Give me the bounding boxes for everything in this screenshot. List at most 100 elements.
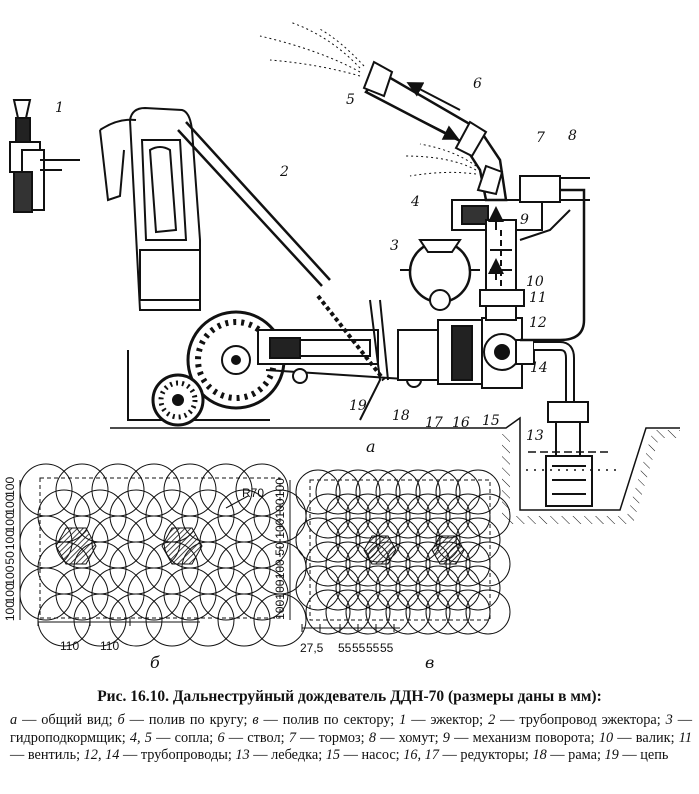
dim-b-left: 100 bbox=[3, 494, 17, 514]
legend-key: 6 bbox=[217, 729, 225, 746]
dim-b-left: 100 bbox=[3, 583, 17, 603]
legend-key: 16, 17 bbox=[403, 747, 439, 763]
legend-key: 2 bbox=[488, 712, 496, 728]
coverage-circle bbox=[127, 567, 181, 621]
coverage-circle bbox=[235, 567, 289, 621]
sector-arc bbox=[455, 469, 501, 515]
hatched-hex-2 bbox=[161, 527, 203, 565]
dim-b-left: 100 bbox=[3, 477, 17, 497]
ddn70-figure: 1 2 3 4 5 6 7 8 9 10 11 12 13 14 15 16 1… bbox=[3, 21, 680, 672]
sector-arc bbox=[315, 469, 361, 515]
view-label-b: б bbox=[150, 653, 160, 672]
general-view bbox=[9, 21, 680, 524]
sector-arc bbox=[415, 469, 461, 515]
dim-v-bottom-2: 55 bbox=[338, 641, 352, 655]
legend-text: — общий вид; bbox=[17, 712, 118, 728]
sector-arc bbox=[295, 565, 341, 611]
sector-arc bbox=[335, 469, 381, 515]
sector-arc bbox=[355, 565, 401, 611]
sector-arc bbox=[405, 493, 451, 539]
hydro-feeder bbox=[400, 239, 480, 311]
dim-b-left: 100 bbox=[3, 565, 17, 585]
legend-key: а bbox=[10, 712, 18, 728]
legend-key: 8 bbox=[368, 729, 376, 746]
sector-arc bbox=[375, 565, 421, 611]
legend-text: — сопла; bbox=[151, 729, 218, 746]
dim-v-left: 100 bbox=[273, 498, 287, 518]
label-18: 18 bbox=[392, 408, 410, 424]
label-7: 7 bbox=[536, 130, 545, 146]
legend-key: 4, 5 bbox=[129, 729, 152, 746]
sector-arc bbox=[435, 565, 481, 611]
coverage-circle bbox=[217, 593, 271, 647]
sector-arc bbox=[335, 565, 381, 611]
legend-text: — рама; bbox=[546, 747, 605, 763]
dim-v-left: 100 bbox=[273, 559, 287, 579]
legend-key: 18 bbox=[532, 747, 547, 763]
dim-b-left: 100 bbox=[3, 512, 17, 532]
dim-v-left: 100 bbox=[273, 478, 287, 498]
sector-arc bbox=[445, 589, 491, 635]
label-2: 2 bbox=[279, 164, 289, 180]
legend-text: — ствол; bbox=[224, 729, 289, 746]
sector-arc bbox=[465, 589, 511, 635]
view-label-a: а bbox=[366, 437, 376, 456]
label-14: 14 bbox=[530, 360, 548, 376]
dim-v-left: 100 bbox=[273, 579, 287, 599]
legend-text: — лебедка; bbox=[249, 747, 326, 763]
figure-caption-title: Рис. 16.10. Дальнеструйный дождеватель Д… bbox=[97, 688, 602, 705]
dim-v-left: 50 bbox=[273, 542, 287, 556]
sector-arc bbox=[345, 493, 391, 539]
sector-arc bbox=[395, 469, 441, 515]
legend-key: 10 bbox=[598, 729, 614, 746]
label-5: 5 bbox=[346, 92, 355, 108]
legend-key: 3 bbox=[665, 712, 673, 728]
pump-block bbox=[397, 317, 535, 389]
legend-key: 15 bbox=[325, 747, 341, 763]
sector-arc bbox=[455, 565, 501, 611]
legend-text: — эжектор; bbox=[406, 712, 489, 728]
legend-text: — трубопровод эжектора; bbox=[495, 712, 666, 728]
legend-key: 1 bbox=[399, 712, 407, 728]
sector-arc bbox=[365, 493, 411, 539]
sector-arc bbox=[435, 517, 481, 563]
sector-arc bbox=[305, 589, 351, 635]
legend-text: — насос; bbox=[340, 747, 404, 763]
sector-arc bbox=[465, 541, 511, 587]
coverage-circle bbox=[145, 593, 199, 647]
dim-b-bottom-2: 110 bbox=[100, 639, 119, 653]
sector-arc bbox=[325, 589, 371, 635]
chain bbox=[316, 294, 386, 382]
sector-arc bbox=[405, 589, 451, 635]
sector-arc bbox=[295, 469, 341, 515]
legend-key: 7 bbox=[288, 729, 296, 746]
label-9: 9 bbox=[520, 212, 529, 228]
coverage-circle bbox=[109, 593, 163, 647]
legend-text: — хомут; bbox=[376, 729, 443, 746]
coverage-circle bbox=[181, 593, 235, 647]
label-8: 8 bbox=[568, 128, 577, 144]
legend-text: — тормоз; bbox=[295, 729, 369, 746]
label-13: 13 bbox=[526, 428, 544, 444]
ground-pit bbox=[110, 416, 680, 524]
coverage-circle bbox=[163, 567, 217, 621]
legend-key: в bbox=[252, 712, 259, 728]
label-10: 10 bbox=[526, 274, 544, 290]
legend-text: — цепь bbox=[618, 747, 669, 763]
sector-arc bbox=[395, 517, 441, 563]
dim-b-left: 100 bbox=[3, 601, 17, 621]
sector-arc bbox=[305, 541, 351, 587]
sector-arc bbox=[375, 469, 421, 515]
radius-label: R70 bbox=[242, 486, 264, 500]
label-19: 19 bbox=[349, 398, 367, 414]
legend-text: — гидроподкормщик; bbox=[10, 712, 693, 746]
legend-key: 13 bbox=[235, 747, 250, 763]
sector-arc bbox=[315, 517, 361, 563]
sector-arc bbox=[325, 541, 371, 587]
sector-arc bbox=[465, 493, 511, 539]
part-labels: 1 2 3 4 5 6 7 8 9 10 11 12 13 14 15 16 1… bbox=[55, 76, 577, 456]
label-12: 12 bbox=[529, 315, 547, 331]
sector-arc bbox=[305, 493, 351, 539]
label-3: 3 bbox=[390, 238, 399, 254]
